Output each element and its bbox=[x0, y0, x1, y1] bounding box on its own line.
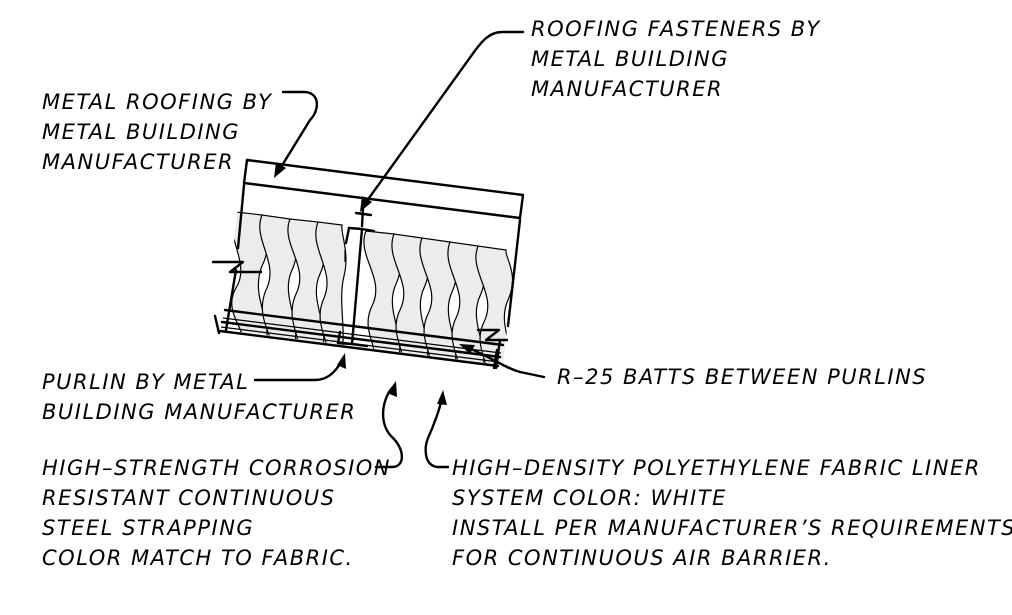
purlin bbox=[336, 226, 376, 348]
purlin-label: PURLIN BY METAL BUILDING MANUFACTURER bbox=[42, 367, 356, 427]
purlin-line-2: BUILDING MANUFACTURER bbox=[42, 400, 357, 424]
batts-line-1: R–25 BATTS BETWEEN PURLINS bbox=[557, 365, 928, 389]
roofing-fasteners-line-3: MANUFACTURER bbox=[531, 77, 724, 101]
right-break-line bbox=[476, 218, 522, 370]
fabric-liner-line-2: SYSTEM COLOR: WHITE bbox=[452, 486, 727, 510]
steel-strapping-line-3: STEEL STRAPPING bbox=[42, 516, 255, 540]
roofing-fasteners-line-2: METAL BUILDING bbox=[531, 47, 730, 71]
metal-roofing-line-1: METAL ROOFING BY bbox=[42, 90, 273, 114]
metal-roofing-line-3: MANUFACTURER bbox=[42, 150, 235, 174]
leader-lines bbox=[253, 30, 546, 469]
roofing-fasteners-line-1: ROOFING FASTENERS BY bbox=[531, 17, 821, 41]
roofing-fasteners-label: ROOFING FASTENERS BY METAL BUILDING MANU… bbox=[531, 14, 821, 104]
steel-strapping-line-4: COLOR MATCH TO FABRIC. bbox=[42, 546, 354, 570]
fabric-liner-label: HIGH–DENSITY POLYETHYLENE FABRIC LINER S… bbox=[452, 453, 1012, 573]
steel-strapping-label: HIGH–STRENGTH CORROSION RESISTANT CONTIN… bbox=[42, 453, 391, 573]
fabric-liner-line-3: INSTALL PER MANUFACTURER’S REQUIREMENTS bbox=[452, 516, 1012, 540]
metal-roofing-line-2: METAL BUILDING bbox=[42, 120, 241, 144]
steel-strapping-line-2: RESISTANT CONTINUOUS bbox=[42, 486, 336, 510]
left-break-line bbox=[211, 183, 263, 332]
fabric-liner-line-4: FOR CONTINUOUS AIR BARRIER. bbox=[452, 546, 832, 570]
metal-roofing-label: METAL ROOFING BY METAL BUILDING MANUFACT… bbox=[42, 87, 272, 177]
fabric-liner-line-1: HIGH–DENSITY POLYETHYLENE FABRIC LINER bbox=[452, 456, 981, 480]
roofing-fastener bbox=[354, 206, 373, 228]
batts-label: R–25 BATTS BETWEEN PURLINS bbox=[557, 362, 927, 392]
metal-roofing-panel bbox=[242, 158, 525, 220]
purlin-line-1: PURLIN BY METAL bbox=[42, 370, 250, 394]
steel-strapping-line-1: HIGH–STRENGTH CORROSION bbox=[42, 456, 392, 480]
